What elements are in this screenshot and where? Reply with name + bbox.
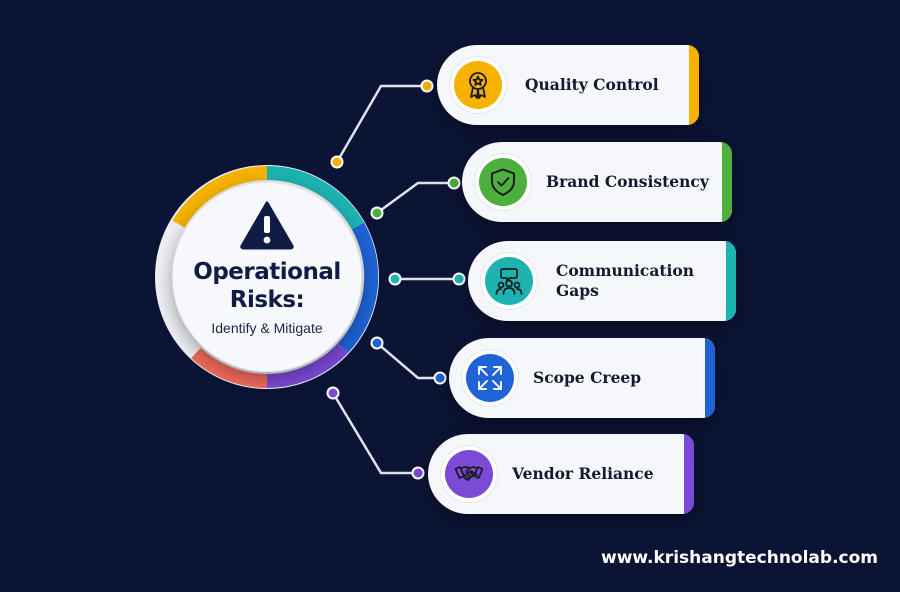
hub-circle: Operational Risks: Identify & Mitigate bbox=[172, 182, 362, 372]
ring-segment-teal bbox=[266, 165, 365, 230]
risk-card-communication-gaps: Communication Gaps bbox=[468, 241, 736, 321]
hub-subtitle: Identify & Mitigate bbox=[211, 320, 323, 336]
risk-label-line1: Communication bbox=[556, 261, 695, 280]
connector-brand-consistency bbox=[376, 181, 454, 215]
icon-badge bbox=[450, 57, 506, 113]
node-dot-brand-2 bbox=[447, 176, 461, 190]
connector-vendor-reliance bbox=[331, 392, 418, 475]
ring-segment-purple bbox=[266, 343, 349, 388]
accent-bar bbox=[684, 434, 694, 514]
node-dot-quality-1 bbox=[330, 155, 344, 169]
node-dot-communication-1 bbox=[388, 272, 402, 286]
risk-label-brand-consistency: Brand Consistency bbox=[546, 172, 709, 191]
icon-badge bbox=[475, 154, 531, 210]
hub-title: Operational Risks: bbox=[172, 258, 362, 314]
risk-label-scope-creep: Scope Creep bbox=[533, 368, 642, 387]
risk-card-scope-creep: Scope Creep bbox=[449, 338, 715, 418]
icon-badge bbox=[462, 350, 518, 406]
ring-segment-yellow bbox=[172, 166, 268, 228]
risk-label-vendor-reliance: Vendor Reliance bbox=[512, 464, 654, 483]
shield-check-icon bbox=[491, 168, 515, 196]
accent-bar bbox=[705, 338, 715, 418]
warning-icon bbox=[240, 201, 294, 250]
risk-card-brand-consistency: Brand Consistency bbox=[462, 142, 732, 222]
website-url: www.krishangtechnolab.com bbox=[601, 548, 878, 568]
node-dot-vendor-1 bbox=[326, 386, 340, 400]
award-ribbon-icon bbox=[469, 72, 487, 99]
node-dot-scope-2 bbox=[433, 371, 447, 385]
team-chat-icon bbox=[495, 268, 523, 295]
node-dot-communication-2 bbox=[452, 272, 466, 286]
icon-badge bbox=[481, 253, 537, 309]
ring-segment-coral bbox=[191, 347, 268, 388]
risk-label-communication-gaps: Communication Gaps bbox=[556, 241, 694, 321]
icon-badge bbox=[441, 446, 497, 502]
node-dot-vendor-2 bbox=[411, 466, 425, 480]
accent-bar bbox=[689, 45, 699, 125]
accent-bar bbox=[726, 241, 736, 321]
accent-bar bbox=[722, 142, 732, 222]
node-dot-quality-2 bbox=[420, 79, 434, 93]
node-dot-scope-1 bbox=[370, 336, 384, 350]
hub-title-line1: Operational bbox=[193, 259, 341, 285]
risk-card-vendor-reliance: Vendor Reliance bbox=[428, 434, 694, 514]
ring-segment-blue bbox=[337, 222, 379, 353]
connector-quality-control bbox=[335, 84, 427, 163]
expand-arrows-icon bbox=[478, 366, 502, 390]
connector-scope-creep bbox=[376, 342, 440, 380]
node-dot-brand-1 bbox=[370, 206, 384, 220]
risk-label-quality-control: Quality Control bbox=[525, 75, 659, 94]
hub-title-line2: Risks: bbox=[229, 287, 305, 313]
risk-card-quality-control: Quality Control bbox=[437, 45, 699, 125]
risk-label-line2: Gaps bbox=[556, 281, 599, 300]
handshake-icon bbox=[454, 466, 484, 481]
